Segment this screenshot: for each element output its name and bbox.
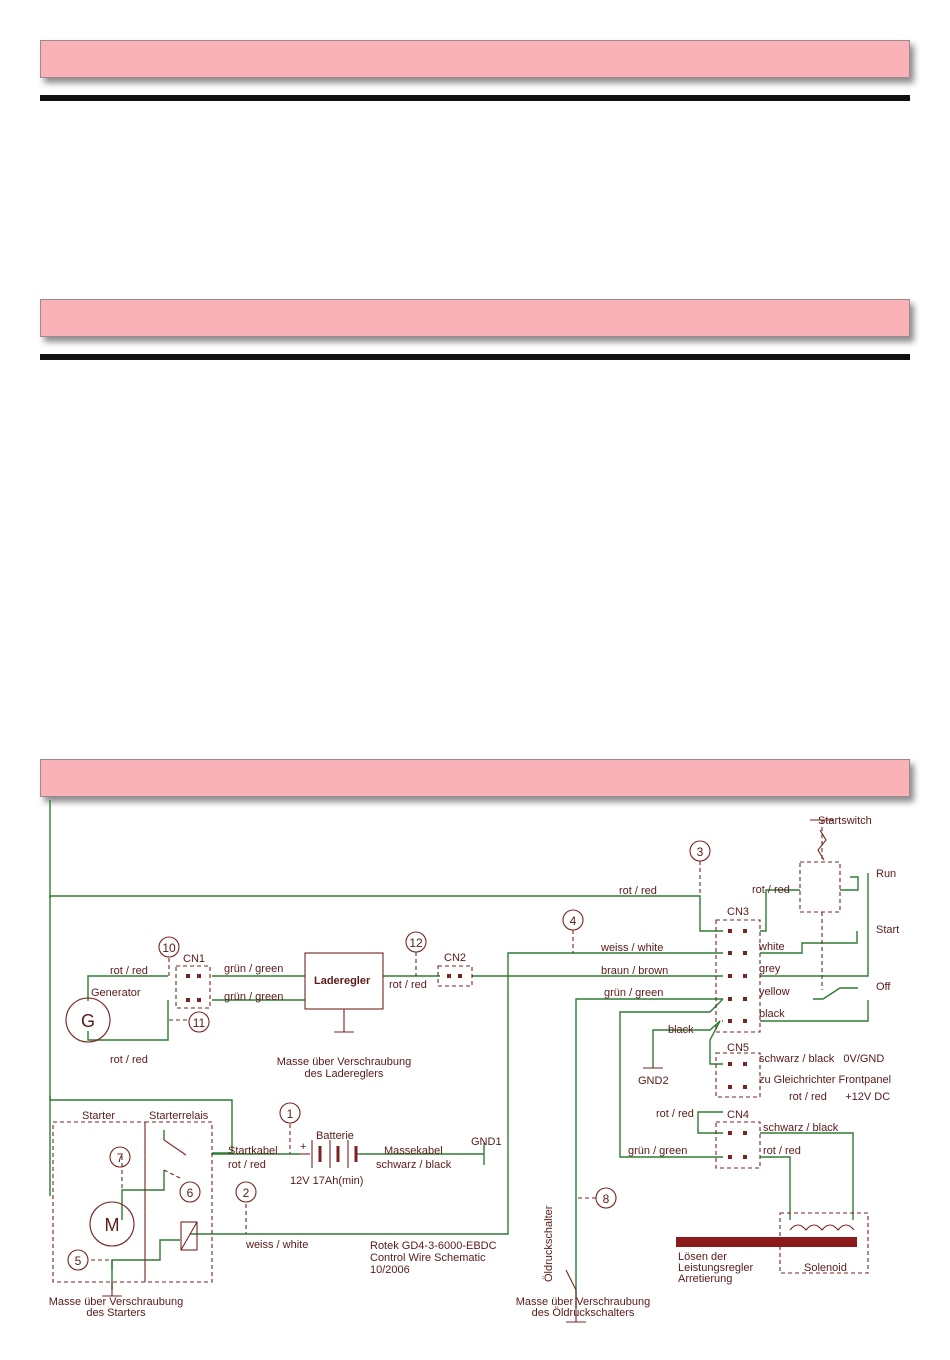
marker-1: 1 — [287, 1107, 294, 1121]
wire-label-white-starter: weiss / white — [245, 1239, 308, 1251]
wire-label-black: black — [668, 1024, 694, 1036]
pin-yellow: yellow — [759, 986, 790, 998]
starterrelais-box — [144, 1121, 213, 1283]
wire-label-green-cn3: grün / green — [604, 987, 663, 999]
connector-cn2 — [437, 965, 473, 987]
pin-grey: grey — [759, 963, 781, 975]
section-rule-2 — [40, 354, 910, 360]
title-line-2: Control Wire Schematic — [370, 1252, 486, 1264]
battery-spec-label: 12V 17Ah(min) — [290, 1175, 363, 1187]
starter-label: Starter — [82, 1110, 115, 1122]
switch-run-label: Run — [876, 868, 896, 880]
control-wire-schematic: 3 4 10 12 11 1 2 7 6 5 8 G Generator M r… — [49, 800, 900, 1323]
startswitch-box — [799, 861, 841, 913]
starter-box — [52, 1121, 146, 1283]
marker-3: 3 — [697, 845, 704, 859]
cn5-line-1: schwarz / black 0V/GND — [759, 1053, 884, 1065]
title-line-1: Rotek GD4-3-6000-EBDC — [370, 1240, 497, 1252]
motor-symbol — [89, 1201, 135, 1247]
release-label-3: Arretierung — [678, 1273, 732, 1285]
connector-cn5 — [715, 1052, 761, 1098]
marker-7: 7 — [117, 1151, 124, 1165]
laderegler-label: Laderegler — [314, 975, 371, 987]
starterrelais-label: Starterrelais — [149, 1110, 209, 1122]
battery-plus: + — [300, 1141, 306, 1153]
wire-label-red-cn2: rot / red — [389, 979, 427, 991]
section-rule-1 — [40, 95, 910, 101]
solenoid-label: Solenoid — [804, 1262, 847, 1274]
wire-label-red-top: rot / red — [619, 885, 657, 897]
generator-label: Generator — [91, 987, 141, 999]
marker-12: 12 — [409, 936, 423, 950]
connector-cn3 — [715, 919, 761, 1033]
starter-ground-2: des Starters — [86, 1307, 146, 1319]
markers: 3 4 10 12 11 1 2 7 6 5 8 — [67, 840, 711, 1271]
wire-label-green-cn4: grün / green — [628, 1145, 687, 1157]
connector-pins — [186, 929, 747, 1159]
cn2-label: CN2 — [444, 952, 466, 964]
wire-label-green-1: grün / green — [224, 963, 283, 975]
connector-cn1 — [175, 965, 211, 1009]
green-wires — [49, 800, 869, 1308]
laderegler-ground-2: des Ladereglers — [305, 1068, 384, 1080]
section-header-bar-2 — [40, 299, 910, 337]
marker-2: 2 — [243, 1186, 250, 1200]
wire-label-gen-red-bottom: rot / red — [110, 1054, 148, 1066]
release-label-2: Leistungsregler — [678, 1262, 754, 1274]
generator-symbol — [65, 997, 111, 1043]
marker-10: 10 — [162, 941, 176, 955]
wire-label-red-startkabel: rot / red — [228, 1159, 266, 1171]
marker-11: 11 — [193, 1016, 206, 1030]
wire-label-cn4-black: schwarz / black — [763, 1122, 839, 1134]
wire-label-brown: braun / brown — [601, 965, 668, 977]
motor-symbol-label: M — [105, 1215, 120, 1235]
laderegler-ground-1: Masse über Verschraubung — [277, 1056, 412, 1068]
batterie-label: Batterie — [316, 1130, 354, 1142]
wire-label-green-2: grün / green — [224, 991, 283, 1003]
labels: G Generator M rot / red rot / red CN1 gr… — [49, 815, 900, 1319]
startswitch-label: Startswitch — [818, 815, 872, 827]
oel-ground-1: Masse über Verschraubung — [516, 1296, 651, 1308]
pin-black: black — [759, 1008, 785, 1020]
wire-label-red-switch: rot / red — [752, 884, 790, 896]
section-header-bar-3 — [40, 759, 910, 797]
cn4-label: CN4 — [727, 1109, 749, 1121]
wire-label-red-cn4-loop: rot / red — [656, 1108, 694, 1120]
pin-white: white — [758, 941, 785, 953]
cn3-label: CN3 — [727, 906, 749, 918]
wire-label-white: weiss / white — [600, 942, 663, 954]
startkabel-label: Startkabel — [228, 1145, 278, 1157]
starter-ground-1: Masse über Verschraubung — [49, 1296, 184, 1308]
wire-label-cn4-red: rot / red — [763, 1145, 801, 1157]
cn5-line-3: rot / red +12V DC — [789, 1091, 890, 1103]
cn5-line-2: zu Gleichrichter Frontpanel — [759, 1074, 891, 1086]
generator-symbol-label: G — [81, 1011, 95, 1031]
components — [52, 819, 869, 1323]
marker-leaders — [91, 861, 701, 1261]
switch-off-label: Off — [876, 981, 891, 993]
section-header-bar-1 — [40, 40, 910, 78]
connector-cn4 — [715, 1121, 761, 1169]
battery-symbol — [300, 1140, 360, 1168]
gnd2-label: GND2 — [638, 1075, 669, 1087]
cn1-label: CN1 — [183, 953, 205, 965]
marker-5: 5 — [75, 1254, 82, 1268]
release-bar — [676, 1237, 857, 1247]
massekabel-label: Massekabel — [384, 1145, 443, 1157]
cn5-label: CN5 — [727, 1042, 749, 1054]
wire-label-black-massekabel: schwarz / black — [376, 1159, 452, 1171]
oeldruckschalter-label: Öldruckschalter — [543, 1205, 555, 1282]
oel-ground-2: des Öldruckschalters — [532, 1307, 635, 1319]
marker-8: 8 — [603, 1192, 610, 1206]
title-line-3: 10/2006 — [370, 1264, 410, 1276]
marker-6: 6 — [187, 1186, 194, 1200]
wire-label-gen-red-top: rot / red — [110, 965, 148, 977]
switch-start-label: Start — [876, 924, 899, 936]
marker-4: 4 — [570, 914, 577, 928]
gnd1-label: GND1 — [471, 1136, 502, 1148]
release-label-1: Lösen der — [678, 1251, 727, 1263]
